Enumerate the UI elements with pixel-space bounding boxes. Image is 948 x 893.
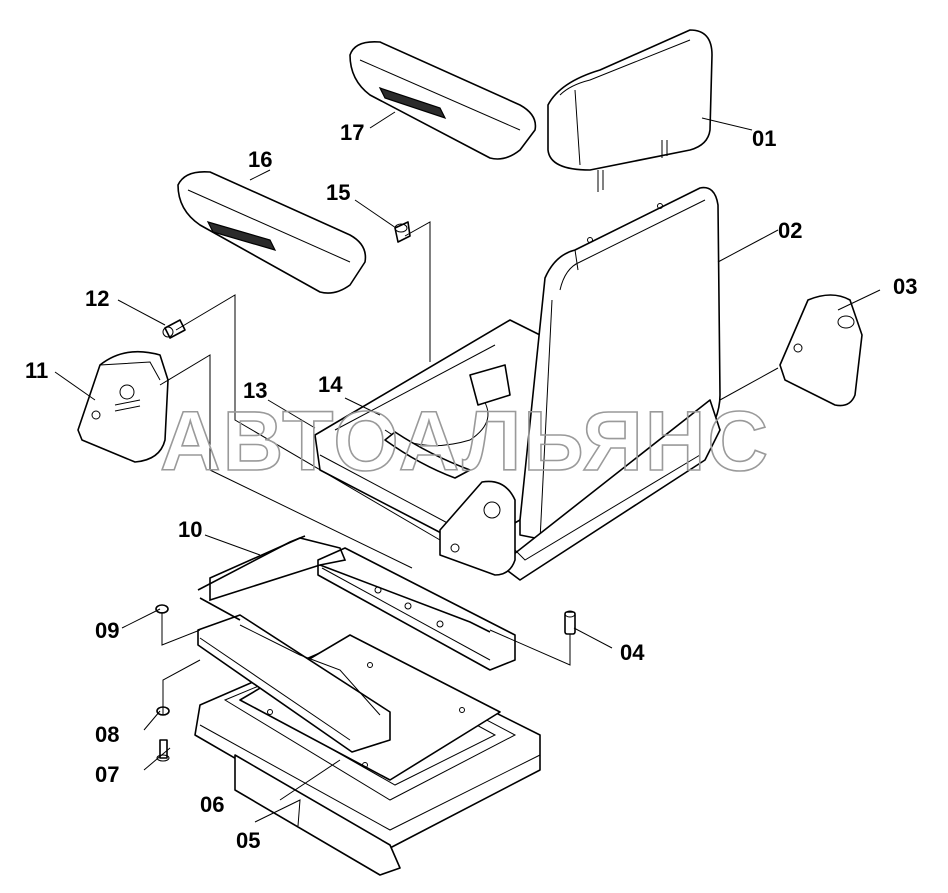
bolt-07 <box>156 739 170 762</box>
seat-side-bracket <box>439 480 516 576</box>
callout-03: 03 <box>893 274 917 299</box>
seat-belt <box>384 364 511 479</box>
armrest-lower <box>177 170 367 294</box>
callout-11: 11 <box>25 358 48 383</box>
callout-02: 02 <box>778 218 802 243</box>
callout-07: 07 <box>95 762 119 787</box>
callout-12: 12 <box>85 286 109 311</box>
watermark-text: АВТОАЛЬЯНС <box>160 394 770 488</box>
callout-13: 13 <box>243 378 267 403</box>
headrest <box>547 29 713 192</box>
callout-09: 09 <box>95 618 119 643</box>
callout-16: 16 <box>248 147 272 172</box>
side-cover-left <box>77 350 169 463</box>
side-cover-right <box>779 294 863 407</box>
bolt-04 <box>564 610 576 635</box>
seat-frame-loop <box>197 535 491 633</box>
slide-rail-right <box>317 547 516 671</box>
callout-06: 06 <box>200 792 224 817</box>
slide-rail-left <box>197 614 391 753</box>
callout-15: 15 <box>326 180 350 205</box>
bolt-12 <box>162 319 186 339</box>
washer-09 <box>155 604 169 614</box>
callout-10: 10 <box>178 517 202 542</box>
callout-17: 17 <box>340 120 364 145</box>
armrest-top <box>349 40 537 160</box>
callout-04: 04 <box>620 640 645 665</box>
leader-lines <box>54 111 881 827</box>
callout-01: 01 <box>752 126 776 151</box>
bushing <box>394 221 411 243</box>
callout-08: 08 <box>95 722 119 747</box>
callout-05: 05 <box>236 828 260 853</box>
callout-14: 14 <box>318 372 343 397</box>
